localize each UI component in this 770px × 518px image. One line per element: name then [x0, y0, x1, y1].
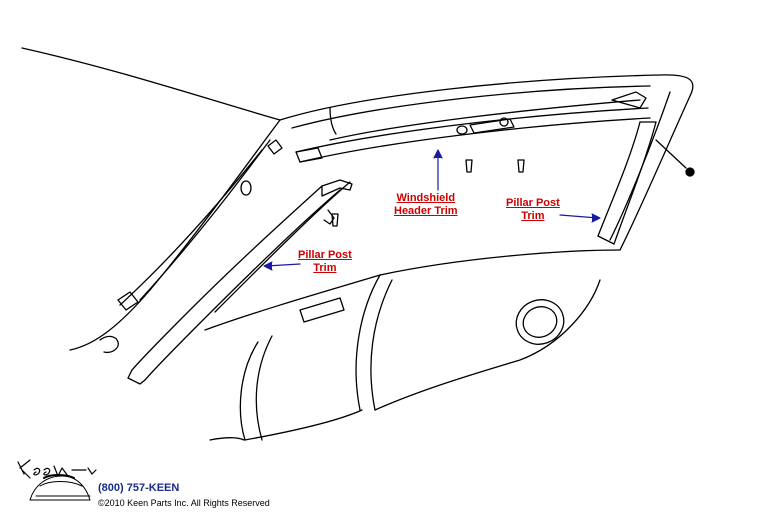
keen-logo-script — [17, 459, 97, 479]
left-pillar-arrowhead — [263, 261, 273, 271]
left-pillar-post-trim-label: Pillar Post Trim — [298, 249, 352, 275]
footer-copyright: ©2010 Keen Parts Inc. All Rights Reserve… — [98, 498, 270, 508]
windshield-header-trim-label-line1: Windshield — [396, 192, 456, 204]
windshield-header-trim — [295, 91, 651, 163]
keen-logo-car — [29, 474, 91, 501]
left-pillar-post-trim — [127, 179, 353, 385]
right-pillar-post-trim-label-line1: Pillar Post — [506, 197, 560, 209]
right-pillar-arrow — [559, 214, 599, 219]
left-a-pillar-body — [69, 119, 283, 354]
left-pillar-post-trim-label-line1: Pillar Post — [298, 249, 352, 261]
screw-icons — [331, 139, 695, 227]
right-pillar-arrowhead — [591, 213, 601, 223]
windshield-arrowhead — [433, 149, 443, 159]
right-pillar-post-trim-label-line2: Trim — [521, 210, 545, 222]
footer-phone: (800) 757-KEEN — [98, 482, 180, 494]
left-pillar-post-trim-label-line2: Trim — [313, 262, 337, 274]
pointer-arrows — [263, 149, 601, 271]
right-pillar-post-trim — [597, 121, 657, 245]
windshield-header-trim-label-line2: Header Trim — [394, 205, 458, 217]
right-pillar-post-trim-label: Pillar Post Trim — [506, 197, 560, 223]
dashboard-outline — [204, 249, 621, 441]
windshield-header-trim-label: Windshield Header Trim — [394, 192, 458, 218]
